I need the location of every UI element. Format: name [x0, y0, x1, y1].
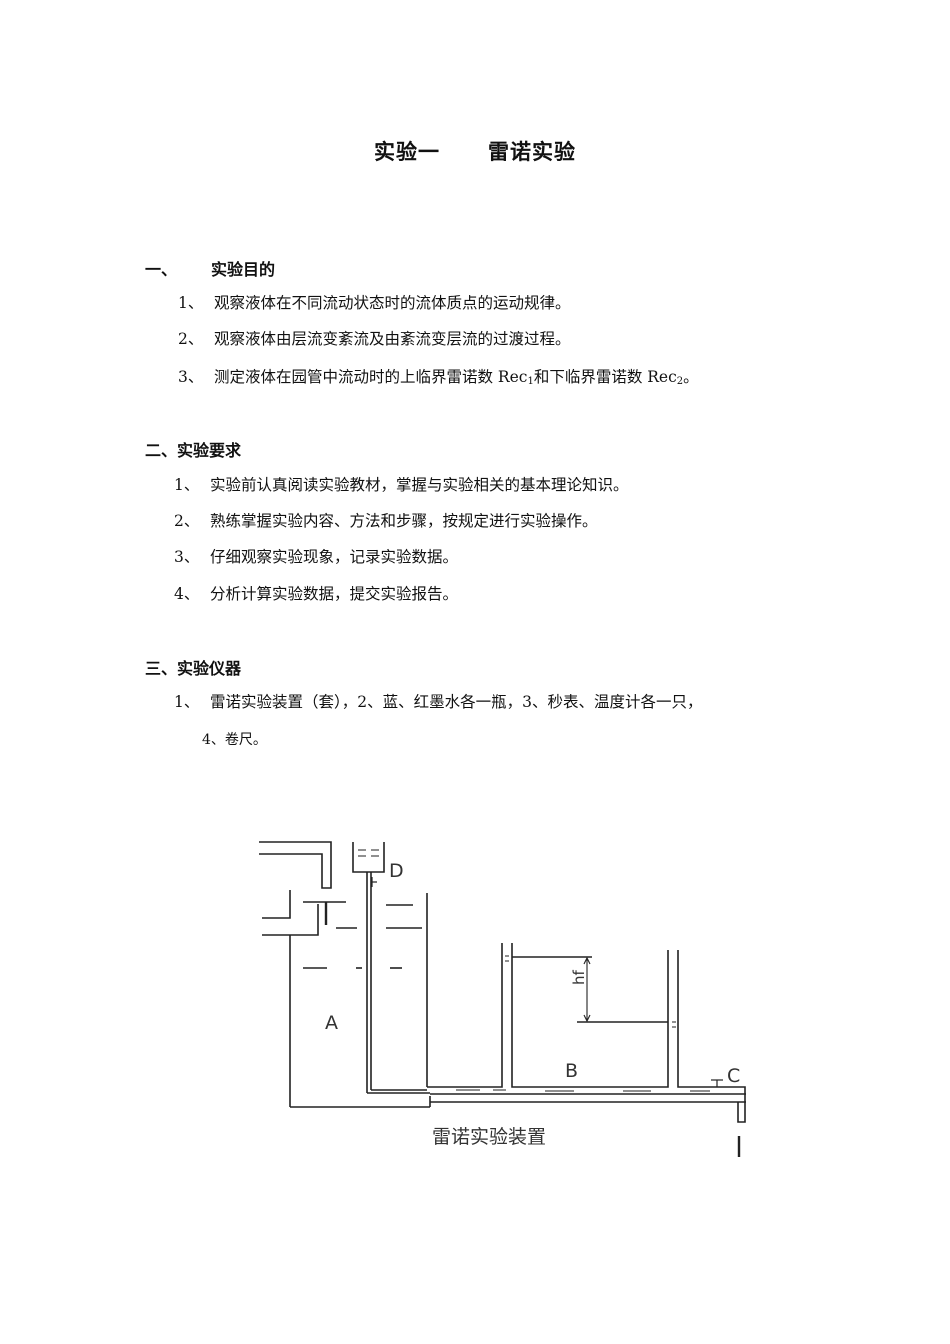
label-a: A	[325, 1012, 338, 1034]
label-d: D	[389, 860, 404, 882]
list-item: 3、测定液体在园管中流动时的上临界雷诺数 Rec1和下临界雷诺数 Rec2。	[178, 368, 699, 387]
label-c: C	[727, 1065, 741, 1087]
list-item: 4、分析计算实验数据，提交实验报告。	[174, 585, 459, 603]
list-item: 1、观察液体在不同流动状态时的流体质点的运动规律。	[178, 294, 571, 312]
list-item: 2、熟练掌握实验内容、方法和步骤，按规定进行实验操作。	[174, 512, 598, 530]
title-part-1: 实验一	[374, 140, 440, 164]
section-heading-objectives: 一、实验目的	[145, 260, 276, 279]
list-item-continuation: 4、卷尺。	[202, 732, 267, 748]
list-item: 3、仔细观察实验现象，记录实验数据。	[174, 548, 459, 566]
section-heading-requirements: 二、实验要求	[145, 441, 242, 460]
page-title: 实验一 雷诺实验	[0, 136, 950, 166]
list-item: 1、实验前认真阅读实验教材，掌握与实验相关的基本理论知识。	[174, 476, 629, 494]
title-part-2: 雷诺实验	[488, 140, 576, 164]
label-hf: hf	[570, 970, 588, 985]
figure-caption: 雷诺实验装置	[432, 1126, 547, 1148]
label-b: B	[565, 1060, 579, 1082]
list-item: 2、观察液体由层流变紊流及由紊流变层流的过渡过程。	[178, 330, 571, 348]
section-heading-instruments: 三、实验仪器	[145, 659, 242, 678]
list-item: 1、雷诺实验装置（套），2、蓝、红墨水各一瓶，3、秒表、温度计各一只，	[174, 693, 703, 711]
